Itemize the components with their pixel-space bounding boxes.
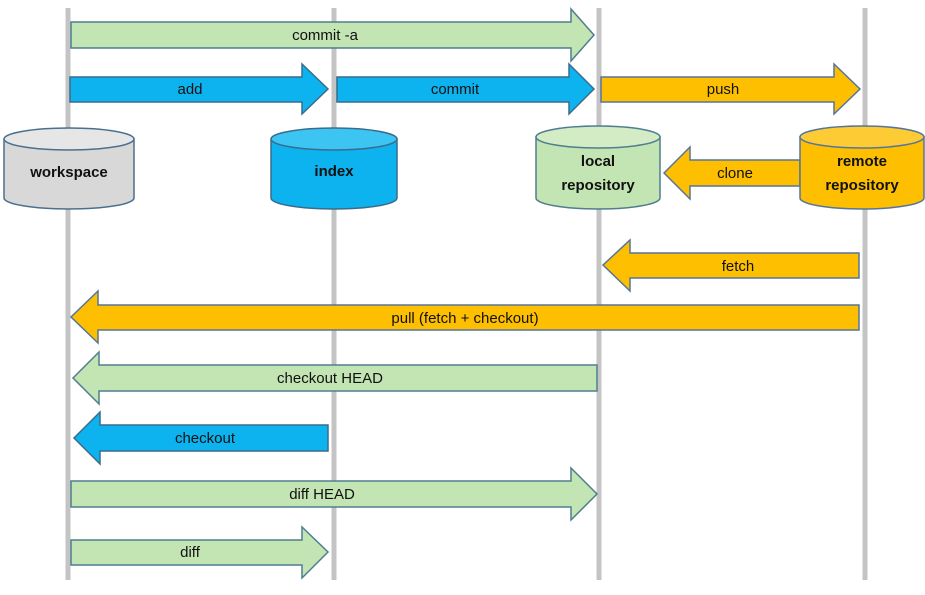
diff-label: diff <box>180 544 201 561</box>
add-label: add <box>177 81 202 98</box>
add-arrow-shape <box>69 62 330 116</box>
local-repository-label-line2: repository <box>561 177 635 194</box>
workspace-cylinder-body <box>3 138 135 210</box>
diff-arrow: diff <box>70 525 330 580</box>
diff-head-label: diff HEAD <box>289 486 355 503</box>
checkout-arrow: checkout <box>72 410 329 466</box>
pull-arrow-shape <box>69 289 860 345</box>
fetch-label: fetch <box>722 258 755 275</box>
commit-label: commit <box>431 81 480 98</box>
push-arrow-shape <box>600 62 862 116</box>
diff-head-arrow-shape <box>70 466 599 522</box>
local-repository-cylinder-top <box>535 125 661 149</box>
push-arrow: push <box>600 62 862 116</box>
remote-repository-label-line1: remote <box>837 153 887 170</box>
remote-repository-label-line2: repository <box>825 177 899 194</box>
index-cylinder: index <box>270 127 398 210</box>
remote-repository-cylinder: remote repository <box>799 125 925 210</box>
pull-label: pull (fetch + checkout) <box>391 310 538 327</box>
push-label: push <box>707 81 740 98</box>
checkout-label: checkout <box>175 430 236 447</box>
commit-arrow: commit <box>336 62 596 116</box>
local-repository-label-line1: local <box>581 153 615 170</box>
commit-a-label: commit -a <box>292 27 358 44</box>
workspace-cylinder: workspace <box>3 127 135 210</box>
clone-arrow: clone <box>662 145 801 201</box>
checkout-head-arrow: checkout HEAD <box>71 350 598 406</box>
commit-a-arrow-shape <box>70 7 596 63</box>
fetch-arrow-shape <box>601 238 860 293</box>
commit-arrow-shape <box>336 62 596 116</box>
remote-repository-cylinder-body <box>799 136 925 210</box>
workspace-label: workspace <box>29 164 108 181</box>
arrows: commit -a add commit push clone fetch <box>69 7 862 580</box>
checkout-head-arrow-shape <box>71 350 598 406</box>
pull-arrow: pull (fetch + checkout) <box>69 289 860 345</box>
checkout-arrow-shape <box>72 410 329 466</box>
local-repository-cylinder: local repository <box>535 125 661 210</box>
workspace-cylinder-top <box>3 127 135 151</box>
storage-cylinders: workspace index local repository remote … <box>3 125 925 210</box>
local-repository-cylinder-body <box>535 136 661 210</box>
add-arrow: add <box>69 62 330 116</box>
diff-arrow-shape <box>70 525 330 580</box>
index-label: index <box>314 163 354 180</box>
index-cylinder-top <box>270 127 398 151</box>
commit-a-arrow: commit -a <box>70 7 596 63</box>
checkout-head-label: checkout HEAD <box>277 370 383 387</box>
fetch-arrow: fetch <box>601 238 860 293</box>
clone-label: clone <box>717 165 753 182</box>
index-cylinder-body <box>270 138 398 210</box>
remote-repository-cylinder-top <box>799 125 925 149</box>
clone-arrow-shape <box>662 145 801 201</box>
diff-head-arrow: diff HEAD <box>70 466 599 522</box>
